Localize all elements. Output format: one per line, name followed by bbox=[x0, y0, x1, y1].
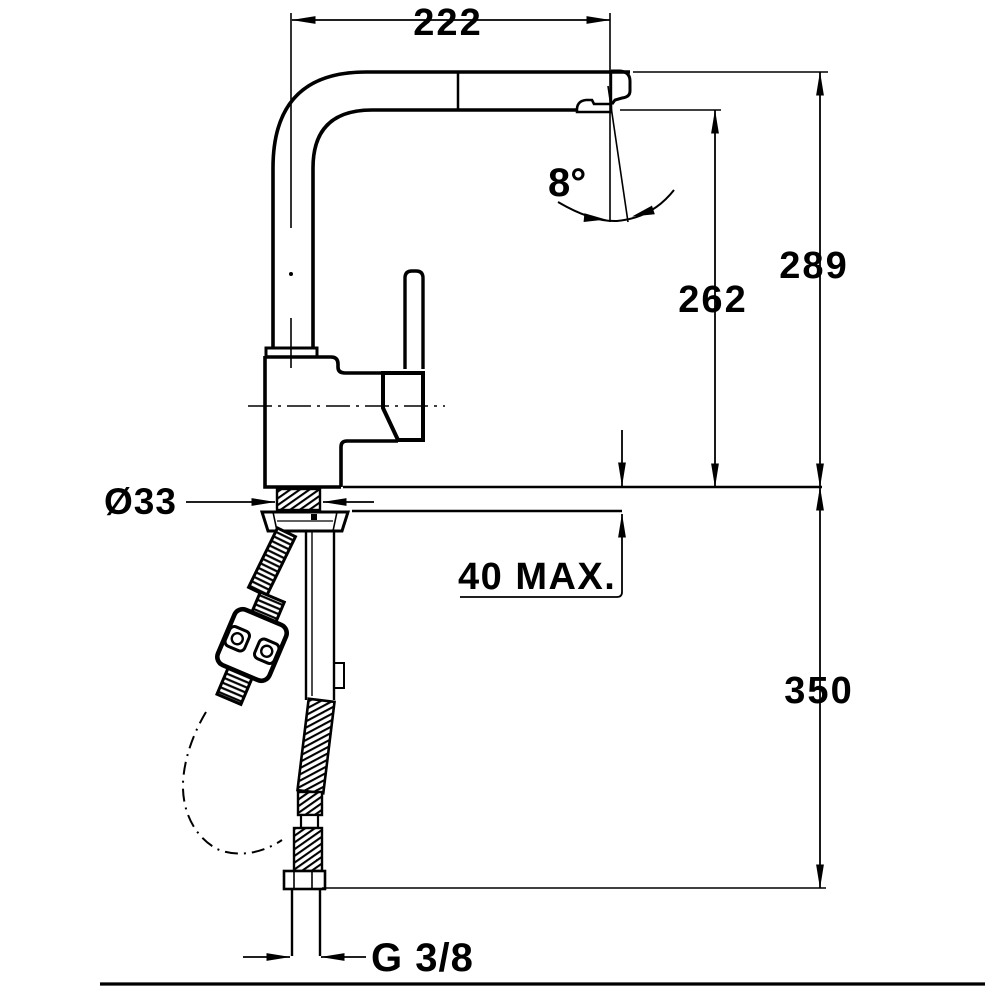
weight-screw-boss-right bbox=[253, 637, 281, 665]
dim-supply-thread: G 3/8 bbox=[243, 936, 474, 980]
dim-spout-reach: 222 bbox=[291, 2, 611, 222]
centerlines bbox=[248, 13, 445, 407]
thread-end-pipe bbox=[290, 889, 322, 956]
angle-reference-line bbox=[607, 85, 629, 223]
body-top-edge bbox=[265, 355, 383, 375]
faucet-outline bbox=[263, 69, 632, 489]
supply-pipe bbox=[304, 531, 345, 700]
riser-centerline-dot bbox=[289, 272, 293, 276]
spout-underside-profile bbox=[311, 108, 577, 349]
angle-arrow-right bbox=[632, 205, 655, 217]
spout-outer-profile bbox=[271, 70, 630, 349]
hose-travel-path bbox=[181, 711, 283, 855]
mounting-nut bbox=[259, 510, 351, 533]
weight-screw-boss-left bbox=[223, 625, 251, 653]
under-counter-assembly bbox=[181, 487, 351, 956]
threaded-shank bbox=[275, 487, 322, 512]
dim-below-deck: 350 bbox=[322, 486, 853, 889]
body-right-step bbox=[339, 439, 398, 487]
weight-screw-left bbox=[230, 632, 244, 646]
hole-diameter-label: Ø33 bbox=[104, 481, 177, 522]
hex-nut bbox=[282, 869, 327, 891]
spout-end-cap bbox=[610, 69, 632, 105]
hose-clip bbox=[333, 662, 345, 689]
dim-hole-diameter: Ø33 bbox=[104, 481, 374, 522]
dim-deck-thickness: 40 MAX. bbox=[458, 430, 626, 598]
deck-thickness-label: 40 MAX. bbox=[458, 556, 616, 598]
supply-thread-label: G 3/8 bbox=[371, 936, 474, 980]
connector-stack bbox=[282, 790, 327, 956]
angle-arrow-left bbox=[583, 213, 606, 222]
counter-lines bbox=[343, 485, 822, 513]
pullout-hose-upper bbox=[246, 525, 298, 599]
dim-overall-height: 289 bbox=[633, 71, 848, 488]
aerator-outlet bbox=[575, 98, 613, 114]
flex-hose-lower bbox=[296, 697, 336, 795]
dim-outlet-height: 262 bbox=[620, 109, 747, 488]
body-left-bottom bbox=[263, 356, 341, 489]
angle-arc bbox=[557, 189, 675, 223]
weight-screw-right bbox=[260, 644, 274, 658]
spout-reach-label: 222 bbox=[413, 2, 482, 44]
below-deck-length-label: 350 bbox=[784, 670, 853, 712]
hose-counterweight bbox=[215, 590, 289, 707]
overall-height-label: 289 bbox=[779, 245, 848, 287]
dim-spout-angle: 8° bbox=[548, 85, 675, 223]
spout-angle-label: 8° bbox=[548, 161, 586, 205]
lever-handle bbox=[403, 269, 425, 369]
outlet-height-label: 262 bbox=[678, 279, 747, 321]
valve-housing bbox=[381, 371, 425, 442]
